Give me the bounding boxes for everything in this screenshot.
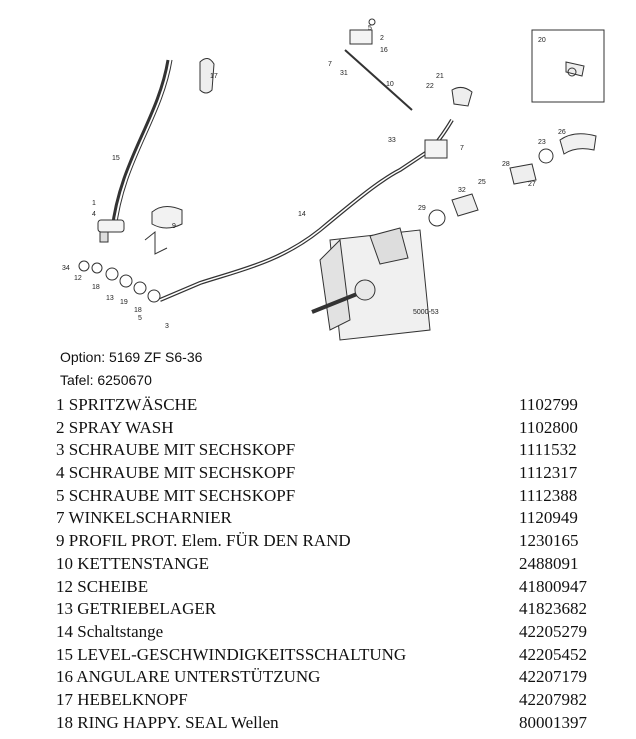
svg-text:4: 4 xyxy=(92,211,96,218)
part-row: 3 SCHRAUBE MIT SECHSKOPF 1111532 xyxy=(56,439,636,462)
part-row: 1 SPRITZWÄSCHE 1102799 xyxy=(56,394,636,417)
part-name: 17 HEBELKNOPF xyxy=(56,689,188,709)
svg-text:25: 25 xyxy=(478,179,486,186)
svg-text:5: 5 xyxy=(368,25,372,32)
svg-text:28: 28 xyxy=(502,161,510,168)
part-row: 17 HEBELKNOPF 42207982 xyxy=(56,689,636,712)
part-name: 5 SCHRAUBE MIT SECHSKOPF xyxy=(56,485,296,505)
part-row: 19 TAPER SLEEVE 80002113 xyxy=(56,734,636,739)
part-number: 80001397 xyxy=(519,712,587,732)
part-row: 7 WINKELSCHARNIER 1120949 xyxy=(56,507,636,530)
part-number: 42207982 xyxy=(519,689,587,709)
part-name: 10 KETTENSTANGE xyxy=(56,553,210,573)
part-number: 42205279 xyxy=(519,621,587,641)
part-number: 1112388 xyxy=(519,485,578,505)
svg-text:19: 19 xyxy=(120,299,128,306)
part-row: 9 PROFIL PROT. Elem. FÜR DEN RAND 1230165 xyxy=(56,530,636,553)
svg-text:3: 3 xyxy=(165,323,169,330)
svg-text:18: 18 xyxy=(134,307,142,314)
svg-text:7: 7 xyxy=(460,145,464,152)
part-name: 15 LEVEL-GESCHWINDIGKEITSSCHALTUNG xyxy=(56,644,407,664)
svg-text:12: 12 xyxy=(74,275,82,282)
part-name: 19 TAPER SLEEVE xyxy=(56,734,197,739)
svg-text:2: 2 xyxy=(380,35,384,42)
svg-text:16: 16 xyxy=(380,47,388,54)
svg-text:1: 1 xyxy=(92,200,96,207)
svg-text:22: 22 xyxy=(426,83,434,90)
part-row: 12 SCHEIBE 41800947 xyxy=(56,576,636,599)
svg-text:21: 21 xyxy=(436,73,444,80)
part-name: 3 SCHRAUBE MIT SECHSKOPF xyxy=(56,440,296,460)
part-number: 1102800 xyxy=(519,417,578,437)
part-name: 18 RING HAPPY. SEAL Wellen xyxy=(56,712,279,732)
part-row: 14 Schaltstange 42205279 xyxy=(56,621,636,644)
part-name: 9 PROFIL PROT. Elem. FÜR DEN RAND xyxy=(56,531,351,551)
option-line: Option: 5169 ZF S6-36 xyxy=(60,349,203,365)
part-row: 4 SCHRAUBE MIT SECHSKOPF 1112317 xyxy=(56,462,636,485)
part-row: 5 SCHRAUBE MIT SECHSKOPF 1112388 xyxy=(56,485,636,508)
svg-text:29: 29 xyxy=(418,205,426,212)
part-row: 13 GETRIEBELAGER 41823682 xyxy=(56,598,636,621)
part-number: 1230165 xyxy=(519,531,579,551)
svg-text:13: 13 xyxy=(106,295,114,302)
part-number: 42207179 xyxy=(519,667,587,687)
part-number: 41823682 xyxy=(519,599,587,619)
part-name: 14 Schaltstange xyxy=(56,621,164,641)
svg-text:34: 34 xyxy=(62,265,70,272)
part-number: 2488091 xyxy=(519,553,579,573)
svg-text:15: 15 xyxy=(112,155,120,162)
part-number: 80002113 xyxy=(519,734,586,739)
diagram-reference: 5000-53 xyxy=(413,309,439,316)
svg-text:31: 31 xyxy=(340,70,348,77)
svg-text:32: 32 xyxy=(458,187,466,194)
svg-text:18: 18 xyxy=(92,284,100,291)
part-row: 15 LEVEL-GESCHWINDIGKEITSSCHALTUNG 422054… xyxy=(56,644,636,667)
svg-text:9: 9 xyxy=(172,223,176,230)
svg-text:20: 20 xyxy=(538,37,546,44)
part-name: 2 SPRAY WASH xyxy=(56,417,174,437)
svg-text:26: 26 xyxy=(558,129,566,136)
svg-text:27: 27 xyxy=(528,181,536,188)
part-number: 1102799 xyxy=(519,395,578,414)
part-row: 16 ANGULARE UNTERSTÜTZUNG 42207179 xyxy=(56,666,636,689)
tafel-line: Tafel: 6250670 xyxy=(60,372,152,388)
part-row: 2 SPRAY WASH 1102800 xyxy=(56,417,636,440)
svg-text:7: 7 xyxy=(328,61,332,68)
part-number: 1111532 xyxy=(519,440,577,460)
part-row: 10 KETTENSTANGE 2488091 xyxy=(56,553,636,576)
part-row: 18 RING HAPPY. SEAL Wellen 80001397 xyxy=(56,712,636,735)
svg-text:10: 10 xyxy=(386,81,394,88)
part-name: 16 ANGULARE UNTERSTÜTZUNG xyxy=(56,667,321,687)
part-name: 7 WINKELSCHARNIER xyxy=(56,508,232,528)
part-name: 12 SCHEIBE xyxy=(56,576,149,596)
parts-list: 1 SPRITZWÄSCHE 1102799 2 SPRAY WASH 1102800… xyxy=(56,394,636,739)
part-name: 1 SPRITZWÄSCHE xyxy=(56,395,198,414)
svg-text:17: 17 xyxy=(210,73,218,80)
part-number: 1112317 xyxy=(519,463,578,483)
svg-text:33: 33 xyxy=(388,137,396,144)
part-number: 1120949 xyxy=(519,508,578,528)
part-name: 4 SCHRAUBE MIT SECHSKOPF xyxy=(56,463,296,483)
part-number: 42205452 xyxy=(519,644,587,664)
part-number: 41800947 xyxy=(519,576,587,596)
svg-text:14: 14 xyxy=(298,211,306,218)
part-name: 13 GETRIEBELAGER xyxy=(56,599,217,619)
exploded-parts-diagram: 17 15 1 4 9 34 12 18 13 19 18 5 3 14 7 3… xyxy=(62,18,605,341)
svg-text:5: 5 xyxy=(138,315,142,322)
svg-text:23: 23 xyxy=(538,139,546,146)
